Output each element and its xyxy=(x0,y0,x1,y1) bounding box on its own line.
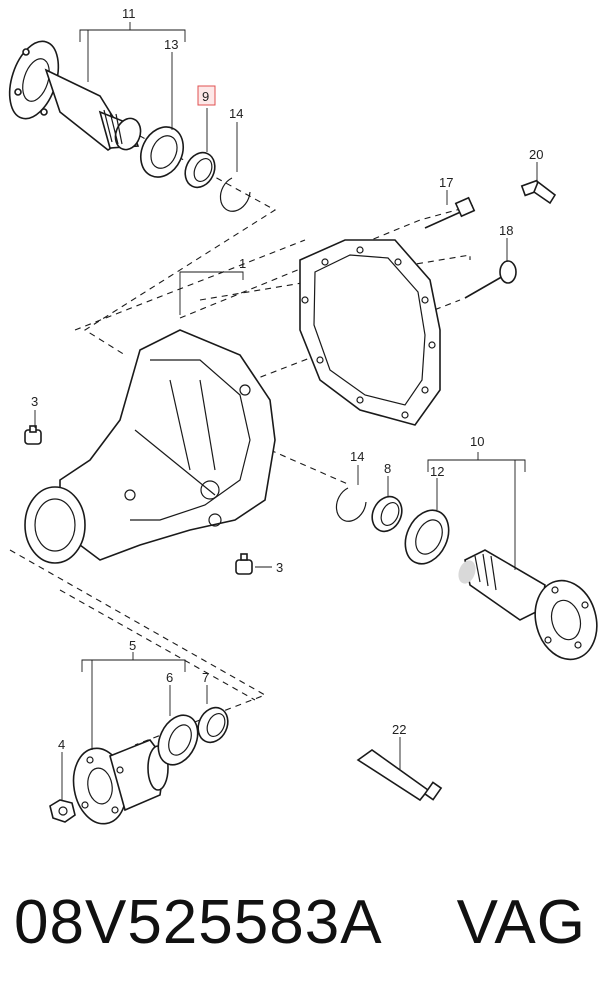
callout-5: 5 xyxy=(129,638,136,653)
part-housing xyxy=(24,239,441,564)
part-bearing-race-8 xyxy=(371,495,403,533)
callout-1: 1 xyxy=(239,256,246,271)
part-circlip-top xyxy=(219,177,251,212)
callout-14-right: 14 xyxy=(350,449,364,464)
part-input-flange xyxy=(72,739,169,825)
callout-9-highlight xyxy=(197,85,216,106)
part-bolt-17 xyxy=(424,196,476,229)
callout-14-top: 14 xyxy=(229,106,243,121)
callout-18: 18 xyxy=(499,223,513,238)
callout-12: 12 xyxy=(430,464,444,479)
leader-lines xyxy=(34,22,538,800)
callout-6: 6 xyxy=(166,670,173,685)
part-flange-shaft-right xyxy=(458,549,598,661)
callout-17: 17 xyxy=(439,175,453,190)
callout-22: 22 xyxy=(392,722,406,737)
part-seal-right xyxy=(404,509,450,565)
callout-8: 8 xyxy=(384,461,391,476)
part-bolt-18 xyxy=(464,260,517,299)
callout-10: 10 xyxy=(470,434,484,449)
part-seal-bottom xyxy=(157,714,199,766)
callout-3-bottom: 3 xyxy=(276,560,283,575)
callout-13: 13 xyxy=(164,37,178,52)
callout-20: 20 xyxy=(529,147,543,162)
part-flange-shaft-top xyxy=(8,40,142,151)
caption-bar: 08V525583A VAG xyxy=(0,868,600,978)
part-circlip-right xyxy=(335,487,367,522)
exploded-parts-diagram: 11 13 9 14 20 17 18 1 3 3 10 14 8 12 5 6… xyxy=(8,6,598,825)
part-sealant-tube xyxy=(356,749,443,802)
part-nut-4 xyxy=(49,799,76,823)
part-number: 08V525583A xyxy=(14,888,383,957)
part-bearing-race-7 xyxy=(197,706,229,744)
callout-3-left: 3 xyxy=(31,394,38,409)
callout-9: 9 xyxy=(202,89,209,104)
callout-11: 11 xyxy=(122,6,136,21)
part-plug-3b xyxy=(235,553,253,575)
callout-7: 7 xyxy=(202,670,209,685)
part-seal-top xyxy=(140,126,184,178)
callout-labels: 11 13 9 14 20 17 18 1 3 3 10 14 8 12 5 6… xyxy=(31,6,543,752)
brand-name: VAG xyxy=(456,888,586,957)
part-plug-3a xyxy=(24,425,42,445)
part-breather-20 xyxy=(520,179,557,205)
callout-4: 4 xyxy=(58,737,65,752)
part-bearing-race-9 xyxy=(184,151,216,189)
